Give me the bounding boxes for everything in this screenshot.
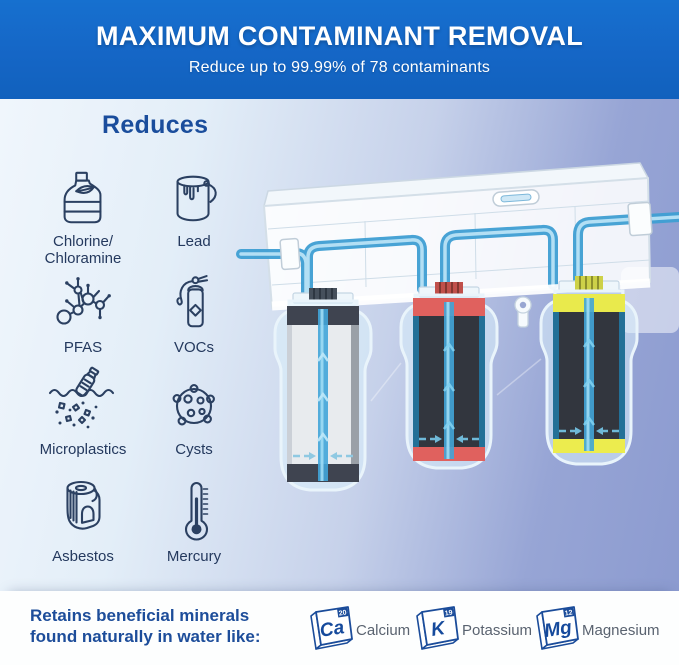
svg-text:20: 20	[338, 609, 347, 617]
manifold-handle	[492, 189, 540, 207]
cyst-cell-icon	[138, 365, 250, 437]
svg-text:Ca: Ca	[318, 617, 346, 642]
mineral-name: Potassium	[462, 622, 533, 639]
banner-title: MAXIMUM CONTAMINANT REMOVAL	[95, 21, 584, 51]
paint-can-icon	[138, 163, 250, 229]
item-label: PFAS	[63, 339, 103, 356]
filter-stage-3	[539, 276, 639, 466]
header-banner: MAXIMUM CONTAMINANT REMOVAL Reduce up to…	[0, 0, 679, 99]
item-label: Mercury	[166, 548, 222, 565]
reduces-item-pfas: PFAS	[27, 269, 139, 356]
inlet-fitting	[279, 237, 301, 271]
reduces-item-asbestos: Asbestos	[27, 474, 139, 565]
plastic-bottle-water-icon	[27, 365, 139, 437]
retains-section: Retains beneficial minerals found natura…	[0, 591, 679, 665]
calcium-element-tile-icon: 20 Ca	[310, 606, 353, 650]
svg-text:Mg: Mg	[543, 617, 574, 642]
mineral-name: Magnesium	[582, 622, 660, 639]
wall-mount-tab	[514, 296, 532, 328]
fire-extinguisher-icon	[138, 269, 250, 335]
thermometer-icon	[138, 474, 250, 544]
reduces-item-chlorine: Chlorine/ Chloramine	[27, 163, 139, 267]
reduces-heading: Reduces	[102, 111, 209, 139]
filter-stage-1	[273, 288, 373, 492]
reduces-item-microplastics: Microplastics	[27, 365, 139, 458]
item-label: Cysts	[175, 441, 213, 458]
mineral-name: Calcium	[356, 622, 411, 639]
reduces-item-lead: Lead	[138, 163, 250, 250]
potassium-element-tile-icon: 19 K	[416, 606, 459, 650]
item-label: Chlorine/ Chloramine	[44, 233, 122, 267]
three-stage-filter-illustration	[236, 162, 679, 492]
magnesium-element-tile-icon: 12 Mg	[536, 606, 579, 650]
item-label: VOCs	[173, 339, 214, 356]
retains-heading: Retains beneficial minerals found natura…	[30, 606, 261, 646]
reduces-item-cysts: Cysts	[138, 365, 250, 458]
asbestos-roll-icon	[27, 474, 139, 544]
reduces-item-mercury: Mercury	[138, 474, 250, 565]
reduces-item-vocs: VOCs	[138, 269, 250, 356]
banner-subtitle: Reduce up to 99.99% of 78 contaminants	[188, 59, 491, 76]
svg-text:K: K	[430, 618, 448, 641]
svg-text:19: 19	[444, 609, 453, 617]
bleach-jug-icon	[27, 163, 139, 229]
molecule-icon	[27, 269, 139, 335]
item-label: Lead	[177, 233, 211, 250]
svg-text:12: 12	[564, 609, 573, 617]
item-label: Microplastics	[39, 441, 127, 458]
item-label: Asbestos	[52, 548, 114, 565]
filter-stage-2	[399, 282, 499, 470]
content-area: Reduces Chlorine/ Chloramine	[0, 99, 679, 591]
outlet-fitting	[627, 201, 653, 237]
